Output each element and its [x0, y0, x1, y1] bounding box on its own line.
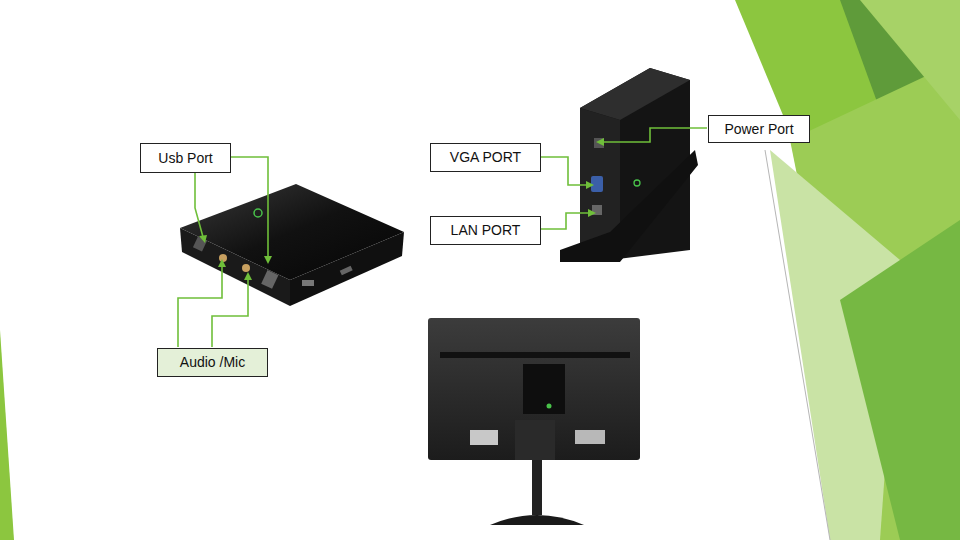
drawing-polygon [840, 220, 960, 540]
drawing-circle [547, 404, 552, 409]
label-box: VGA PORT [430, 143, 541, 172]
drawing-polyline [231, 157, 268, 258]
port-label: Usb Port [158, 150, 212, 167]
port-label: LAN PORT [451, 222, 521, 239]
drawing-polyline [541, 157, 588, 185]
drawing-polygon [199, 235, 207, 243]
drawing-polygon [580, 68, 690, 120]
drawing-rect [428, 318, 640, 460]
leader-arrowheads [199, 138, 604, 280]
label-box: Power Port [708, 115, 810, 143]
monitor-back [428, 318, 640, 525]
leader-lines [178, 128, 707, 347]
label-box: Audio /Mic [157, 348, 268, 377]
drawing-polyline [602, 128, 707, 142]
drawing-polygon [180, 228, 290, 306]
drawing-rect [575, 430, 605, 444]
drawing-polyline [178, 265, 222, 347]
drawing-rect [515, 420, 555, 460]
port-label: Audio /Mic [180, 354, 245, 371]
drawing-rect [532, 460, 542, 515]
drawing-rect [594, 138, 604, 148]
drawing-polygon [586, 181, 594, 189]
drawing-polygon [596, 138, 604, 146]
drawing-path [490, 515, 584, 525]
drawing-rect [302, 280, 314, 286]
drawing-polygon [0, 330, 14, 540]
drawing-rect [470, 430, 498, 445]
thin-client-stand [560, 68, 698, 262]
drawing-circle [634, 180, 640, 186]
drawing-rect [591, 176, 603, 192]
drawing-polygon [218, 259, 226, 267]
drawing-polygon [560, 150, 698, 262]
drawing-circle [254, 209, 262, 217]
drawing-rect [523, 364, 565, 414]
drawing-polyline [212, 278, 248, 347]
drawing-rect [261, 270, 278, 289]
thin-client-flat [180, 184, 404, 306]
drawing-polygon [735, 0, 960, 540]
port-label: Power Port [724, 121, 793, 138]
drawing-polyline [195, 173, 203, 237]
label-box: LAN PORT [430, 216, 541, 245]
drawing-circle [219, 254, 227, 262]
drawing-rect [340, 266, 353, 276]
drawing-polygon [244, 272, 252, 280]
drawing-polygon [264, 256, 272, 264]
drawing-line [765, 150, 830, 540]
drawing-circle [242, 264, 250, 272]
drawing-polygon [588, 209, 596, 217]
port-label: VGA PORT [450, 149, 521, 166]
drawing-polygon [290, 232, 404, 306]
drawing-rect [440, 352, 630, 358]
drawing-polyline [541, 213, 590, 229]
label-box: Usb Port [140, 143, 231, 173]
drawing-polygon [860, 0, 960, 120]
